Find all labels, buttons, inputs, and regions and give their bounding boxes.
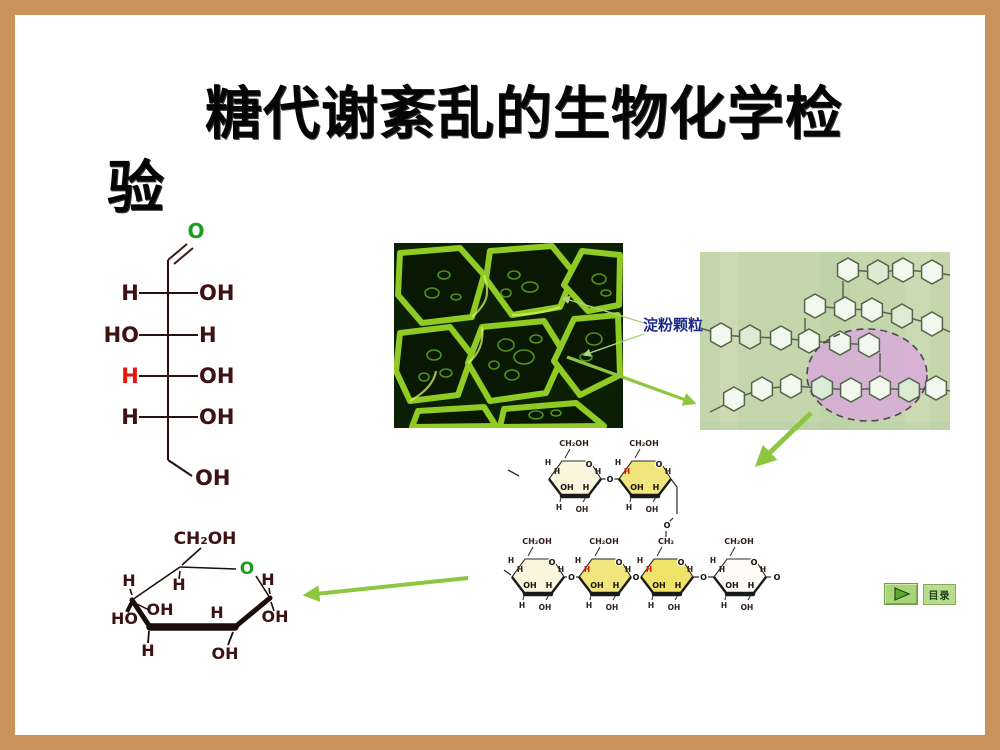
chem-label: O — [664, 521, 671, 530]
chem-label: OH — [560, 483, 574, 492]
chem-label: H — [665, 467, 671, 476]
chem-label: O — [774, 573, 781, 582]
dashed-ellipse-outline — [806, 328, 928, 422]
chem-label: HO — [104, 323, 139, 347]
chem-label: CH₂ — [658, 537, 675, 546]
chem-label: HO — [111, 609, 138, 628]
ring-oxygen: O — [240, 559, 254, 579]
arrow-starch-to-glucose — [302, 576, 469, 602]
chem-label: H — [121, 405, 139, 429]
page-title-line1: 糖代谢紊乱的生物化学检 — [205, 82, 843, 146]
chem-label: H — [615, 458, 621, 467]
toc-button[interactable]: 目录 — [923, 584, 956, 605]
play-button[interactable] — [884, 583, 918, 605]
chem-label: OH — [195, 466, 230, 490]
chem-label: H — [261, 570, 274, 589]
chem-label: O — [633, 573, 640, 582]
chem-label: OH — [590, 581, 604, 590]
chem-label: O — [586, 460, 593, 469]
chem-label: OH — [262, 607, 289, 626]
chem-label: H — [687, 565, 693, 574]
chem-label: OH — [606, 603, 619, 612]
play-icon — [894, 587, 911, 601]
chem-label: H — [584, 565, 590, 574]
chem-label: H — [710, 556, 716, 565]
chem-label: H — [624, 467, 630, 476]
chem-label: H — [637, 556, 643, 565]
chem-label: H — [626, 503, 632, 512]
chem-label: H — [721, 601, 727, 610]
chem-label: OH — [630, 483, 644, 492]
micrograph-image — [394, 243, 623, 428]
chem-label: H — [648, 601, 654, 610]
chem-label: H — [517, 565, 523, 574]
chem-label: OH — [147, 600, 174, 619]
chem-label: OH — [725, 581, 739, 590]
chem-label: OH — [199, 281, 234, 305]
chem-label: CH₂OH — [629, 439, 659, 448]
chem-label: H — [141, 641, 154, 660]
chem-label: H — [172, 575, 185, 594]
chem-label: OH — [199, 364, 234, 388]
chem-label: O — [700, 573, 707, 582]
toc-button-label: 目录 — [928, 591, 951, 602]
chem-label: O — [656, 460, 663, 469]
chem-label: O — [751, 558, 758, 567]
chem-label: H — [508, 556, 514, 565]
chem-label: OH — [668, 603, 681, 612]
chem-label: CH₂OH — [522, 537, 552, 546]
chem-label: H — [653, 483, 660, 492]
chem-label: OH — [576, 505, 589, 514]
starch-granule-label: 淀粉颗粒 — [643, 317, 704, 334]
chem-label: O — [616, 558, 623, 567]
chem-label-red: H — [122, 571, 135, 590]
chem-label: OH — [741, 603, 754, 612]
chem-label: H — [545, 458, 551, 467]
chem-label: H — [546, 581, 553, 590]
chem-label: H — [586, 601, 592, 610]
chem-label: OH — [523, 581, 537, 590]
chem-label: H — [595, 467, 601, 476]
chem-label: H — [519, 601, 525, 610]
chem-label: H — [760, 565, 766, 574]
chem-label: OH — [539, 603, 552, 612]
chem-label: H — [625, 565, 631, 574]
chem-label: CH₂OH — [559, 439, 589, 448]
chem-label: H — [558, 565, 564, 574]
chem-label: H — [583, 483, 590, 492]
chem-label: O — [678, 558, 685, 567]
carbonyl-oxygen: O — [187, 219, 204, 243]
chem-label: H — [719, 565, 725, 574]
glycogen-diagram — [700, 252, 950, 430]
chem-label: OH — [646, 505, 659, 514]
chem-label: H — [613, 581, 620, 590]
chem-label: H — [575, 556, 581, 565]
chem-label: H — [556, 503, 562, 512]
chem-label: H — [748, 581, 755, 590]
haworth-projection: CH₂OH O H H OH HO H H OH H OH — [111, 529, 289, 663]
chem-label: CH₂OH — [724, 537, 754, 546]
chem-label-red: H — [121, 364, 139, 388]
fischer-projection: O H OH HO H H OH H OH OH — [104, 219, 235, 490]
chem-label: CH₂OH — [589, 537, 619, 546]
chem-label: OH — [652, 581, 666, 590]
chem-label: OH — [212, 644, 239, 663]
chem-label: H — [210, 603, 223, 622]
chem-label: H — [199, 323, 217, 347]
chem-label: H — [675, 581, 682, 590]
glucose-chain-hexagons — [700, 257, 950, 413]
chem-label: H — [121, 281, 139, 305]
chem-label: O — [607, 475, 614, 484]
chem-label: OH — [199, 405, 234, 429]
chem-label: CH₂OH — [174, 529, 237, 549]
page-title-line2: 验 — [107, 156, 165, 220]
chem-label: H — [646, 565, 652, 574]
chem-label: H — [554, 467, 560, 476]
chem-label: O — [549, 558, 556, 567]
chem-label: O — [568, 573, 575, 582]
